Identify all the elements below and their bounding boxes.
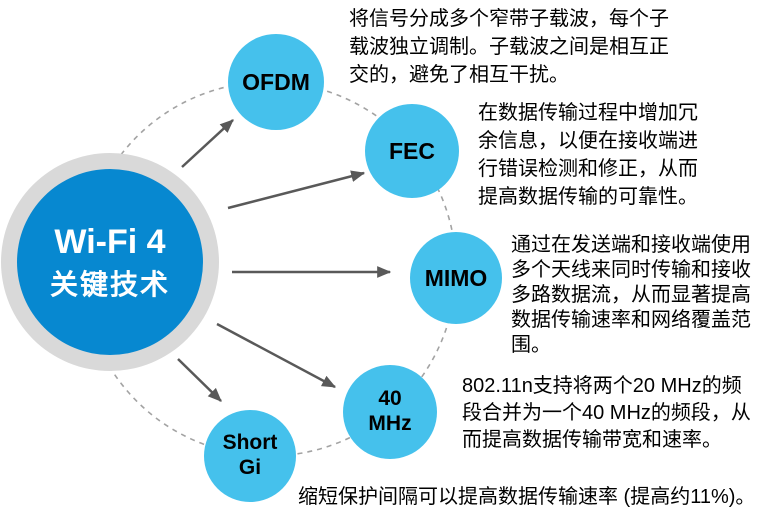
- arrow-to-ofdm: [181, 119, 234, 168]
- center-hub-circle: Wi-Fi 4 关键技术: [17, 169, 203, 355]
- node-40mhz: 40 MHz: [343, 365, 437, 459]
- ofdm-description: 将信号分成多个窄带子载波，每个子 载波独立调制。子载波之间是相互正 交的，避免了…: [349, 8, 669, 86]
- node-mimo-label: MIMO: [424, 264, 488, 291]
- center-hub-title: Wi-Fi 4: [54, 223, 166, 261]
- fec-description: 在数据传输过程中增加冗 余信息，以便在接收端进 行错误检测和修正，从而 提高数据…: [478, 102, 698, 208]
- node-fec-label: FEC: [389, 137, 435, 164]
- center-hub-subtitle: 关键技术: [49, 269, 170, 300]
- short-gi-description: 缩短保护间隔可以提高数据传输速率 (提高约11%)。: [298, 486, 756, 508]
- arrow-to-mimo: [216, 322, 337, 389]
- node-short-gi-label: Short Gi: [222, 431, 278, 479]
- node-ofdm-label: OFDM: [242, 68, 310, 95]
- node-mimo: MIMO: [410, 232, 502, 324]
- arrow-to-short-gi: [177, 358, 222, 402]
- node-short-gi: Short Gi: [204, 410, 296, 502]
- arrow-to-fec: [227, 170, 366, 210]
- node-fec: FEC: [365, 104, 459, 198]
- node-ofdm: OFDM: [228, 34, 324, 130]
- 40mhz-description: 802.11n支持将两个20 MHz的频 段合并为一个40 MHz的频段，从 而…: [462, 375, 751, 451]
- center-hub-ring: Wi-Fi 4 关键技术: [1, 153, 219, 371]
- node-40mhz-label: 40 MHz: [368, 387, 412, 435]
- mimo-description: 通过在发送端和接收端使用 多个天线来同时传输和接收 多路数据流，从而显著提高 数…: [511, 234, 751, 356]
